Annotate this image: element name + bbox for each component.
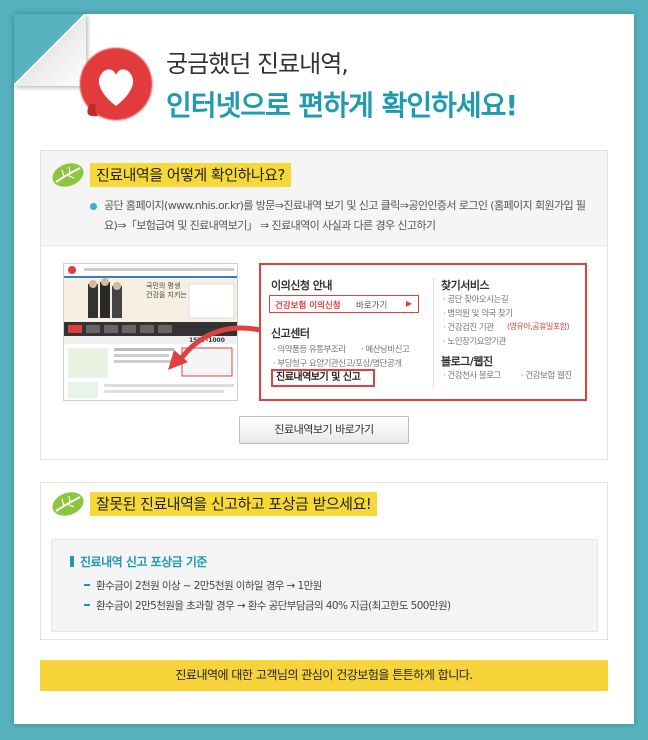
homepage-thumbnail: 국민의 평생 건강을 지키는 1577-1000 [63, 263, 238, 401]
find-item-hospital[interactable]: 병의원 및 약국 찾기 [443, 307, 513, 319]
criteria-marker-icon [70, 556, 74, 567]
homepage-thumbnail-image [64, 264, 237, 398]
menu-heading-objection: 이의신청 안내 [271, 279, 333, 292]
objection-link-label: 건강보험 이의신청 [275, 301, 341, 311]
leaf-icon [52, 492, 84, 516]
page-curl-corner [14, 14, 84, 84]
blog-item-webzine[interactable]: 건강보험 웹진 [521, 369, 572, 381]
thumbnail-banner-text: 국민의 평생 건강을 지키는 [146, 282, 187, 299]
menu-divider [433, 279, 434, 387]
blog-item-angel[interactable]: 건강천사 블로그 [443, 369, 501, 381]
site-menu-panel: 이의신청 안내 건강보험 이의신청 바로가기 ▶ 신고센터 의약품등 유통부조리… [259, 263, 587, 401]
footer-banner: 진료내역에 대한 고객님의 관심이 건강보험을 튼튼하게 합니다. [40, 660, 608, 691]
find-item-checkup[interactable]: 건강검진 기관 [443, 321, 494, 333]
reward-criteria-box [51, 539, 598, 632]
find-item-longterm[interactable]: 노인장기요양기관 [443, 335, 506, 347]
report-item-drug[interactable]: 의약품등 유통부조리 [273, 343, 346, 355]
arrow-right-icon: ▶ [405, 299, 412, 308]
menu-heading-report-center: 신고센터 [271, 327, 310, 340]
objection-link[interactable]: 건강보험 이의신청 바로가기 ▶ [269, 295, 419, 313]
find-item-directions[interactable]: 공단 찾아오시는길 [443, 293, 508, 305]
dash-icon [84, 604, 90, 606]
section2-title: 잘못된 진료내역을 신고하고 포상금 받으세요! [90, 492, 378, 516]
find-item-checkup-note: (영유아,공휴일포함) [507, 322, 570, 331]
bullet-icon [90, 203, 97, 210]
heart-logo-icon [79, 47, 153, 121]
header-title: 인터넷으로 편하게 확인하세요! [166, 89, 518, 122]
thumbnail-phone: 1577-1000 [189, 337, 225, 344]
red-arrow-icon [168, 325, 261, 370]
criteria-title: 진료내역 신고 포상금 기준 [80, 555, 207, 569]
criteria-item: 환수금이 2만5천원을 초과할 경우 → 환수 공단부담금의 40% 지급(최고… [96, 600, 451, 612]
section1-title: 진료내역을 어떻게 확인하나요? [90, 163, 291, 187]
leaf-icon [52, 163, 84, 187]
header-subtitle: 궁금했던 진료내역, [166, 50, 349, 78]
report-item-fraud[interactable]: 부당청구 요양기관신고/포상/명단공개 [273, 357, 402, 369]
how-to-steps: 공단 홈페이지(www.nhis.or.kr)를 방문⇒진료내역 보기 및 신고… [104, 199, 586, 232]
criteria-item: 환수금이 2천원 이상 ~ 2만5천원 이하일 경우 → 1만원 [96, 580, 322, 592]
report-item-budget[interactable]: 예산낭비신고 [361, 343, 409, 355]
menu-heading-blog: 블로그/웹진 [441, 355, 493, 368]
dash-icon [84, 584, 90, 586]
objection-link-suffix: 바로가기 [356, 301, 388, 311]
menu-heading-find: 찾기서비스 [441, 279, 490, 292]
view-report-link[interactable]: 진료내역보기 및 신고 [271, 369, 375, 387]
view-history-button[interactable]: 진료내역보기 바로가기 [239, 416, 409, 444]
